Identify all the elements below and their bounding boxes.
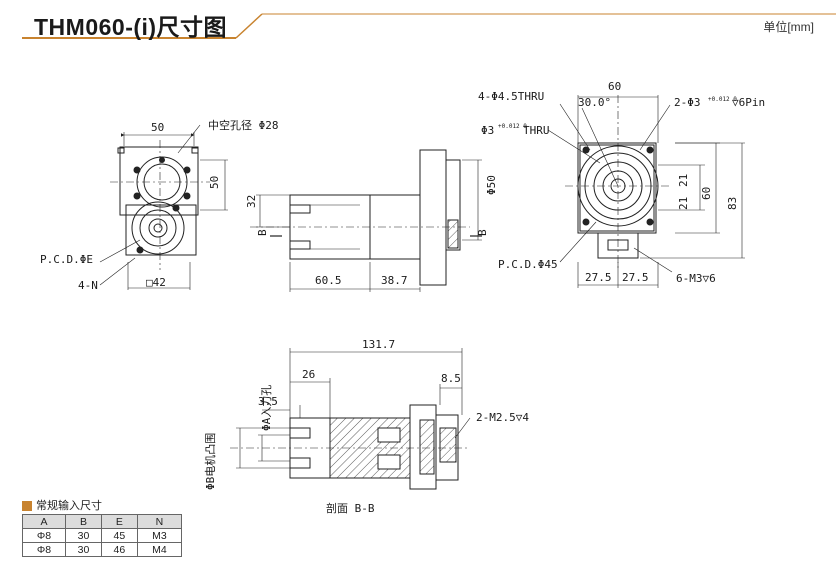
right-thru-pin-tol: +0.012 0 <box>498 123 527 130</box>
section-label-a: ΦA入力孔 <box>260 385 273 431</box>
side-dim-38-7: 38.7 <box>381 274 408 287</box>
front-view <box>99 124 228 290</box>
front-body <box>125 204 197 256</box>
side-view <box>250 149 482 292</box>
table-caption-text: 常规输入尺寸 <box>36 500 102 512</box>
section-view <box>230 348 471 490</box>
table-header-cell: B <box>65 514 102 529</box>
section-label-b: ΦB电机凸围 <box>203 433 217 490</box>
front-flange <box>119 146 199 216</box>
table-cell: Φ8 <box>21 528 67 543</box>
table-cell: M3 <box>136 528 183 543</box>
table-header-cell: E <box>100 514 138 529</box>
front-dim-height: 50 <box>208 176 221 189</box>
right-dim-top: 60 <box>608 80 621 93</box>
right-dim-60: 60 <box>700 187 713 200</box>
right-pcd: P.C.D.Φ45 <box>498 258 558 271</box>
title-bar: THM060-(i)尺寸图 单位[mm] <box>0 0 836 44</box>
caption-marker <box>22 501 32 511</box>
section-dim-8-5: 8.5 <box>441 372 461 385</box>
front-holes-label: 4-N <box>78 279 98 292</box>
table-header-row: A B E N <box>21 514 183 529</box>
section-caption: 剖面 B-B <box>326 501 375 515</box>
table-cell: 30 <box>65 528 102 543</box>
side-section-mark-right: B <box>476 229 489 236</box>
side-dim-60-5: 60.5 <box>315 274 342 287</box>
front-corner-tl <box>117 147 125 154</box>
right-pin-depth: ▽6Pin <box>732 96 765 109</box>
spec-table: A B E N Φ8 30 45 M3 Φ8 30 46 M4 <box>21 514 183 557</box>
front-dim-width: 50 <box>151 121 164 134</box>
section-dim-26: 26 <box>302 368 315 381</box>
side-section-mark-left: B <box>256 229 269 236</box>
table-cell: 30 <box>65 542 102 557</box>
table-header-cell: A <box>21 514 67 529</box>
table-row: Φ8 30 46 M4 <box>21 542 183 557</box>
section-dim-3-5: 3.5 <box>258 395 278 408</box>
right-dim-27-5b: 27.5 <box>622 271 649 284</box>
right-pin-tol: +0.012 0 <box>708 96 737 103</box>
right-angle: 30.0° <box>578 96 611 109</box>
right-thru-pin-suffix: THRU <box>523 124 550 137</box>
front-pcd-label: P.C.D.ΦE <box>40 253 93 266</box>
right-thru-pin: Φ3 <box>481 124 494 137</box>
input-dimension-table: 常规输入尺寸 A B E N Φ8 30 45 M3 Φ8 30 46 M4 <box>21 498 183 557</box>
unit-label: 单位[mm] <box>763 20 814 34</box>
side-dim-32: 32 <box>245 195 258 208</box>
table-cell: Φ8 <box>21 542 67 557</box>
page-title: THM060-(i)尺寸图 <box>34 14 228 40</box>
table-caption: 常规输入尺寸 <box>22 498 182 514</box>
side-dim-phi50: Φ50 <box>485 175 498 195</box>
right-pin-holes: 2-Φ3 <box>674 96 701 109</box>
front-square-label: □42 <box>146 276 166 289</box>
table-cell: 46 <box>100 542 138 557</box>
right-dim-21a: 21 <box>677 174 690 187</box>
table-row: Φ8 30 45 M3 <box>21 528 183 543</box>
table-cell: M4 <box>136 542 183 557</box>
right-dim-83: 83 <box>726 197 739 210</box>
right-view <box>547 95 745 288</box>
front-lower-circle <box>131 201 185 255</box>
front-corner-tr <box>191 147 199 154</box>
section-tap: 2-M2.5▽4 <box>476 411 529 424</box>
front-hole-label: 中空孔径 Φ28 <box>208 118 279 132</box>
title-underline <box>22 13 836 39</box>
right-tapped: 6-M3▽6 <box>676 272 716 285</box>
right-dim-27-5a: 27.5 <box>585 271 612 284</box>
table-cell: 45 <box>100 528 138 543</box>
right-thru-holes: 4-Φ4.5THRU <box>478 90 544 103</box>
right-dim-21b: 21 <box>677 197 690 210</box>
section-dim-total: 131.7 <box>362 338 395 351</box>
table-header-cell: N <box>136 514 183 529</box>
